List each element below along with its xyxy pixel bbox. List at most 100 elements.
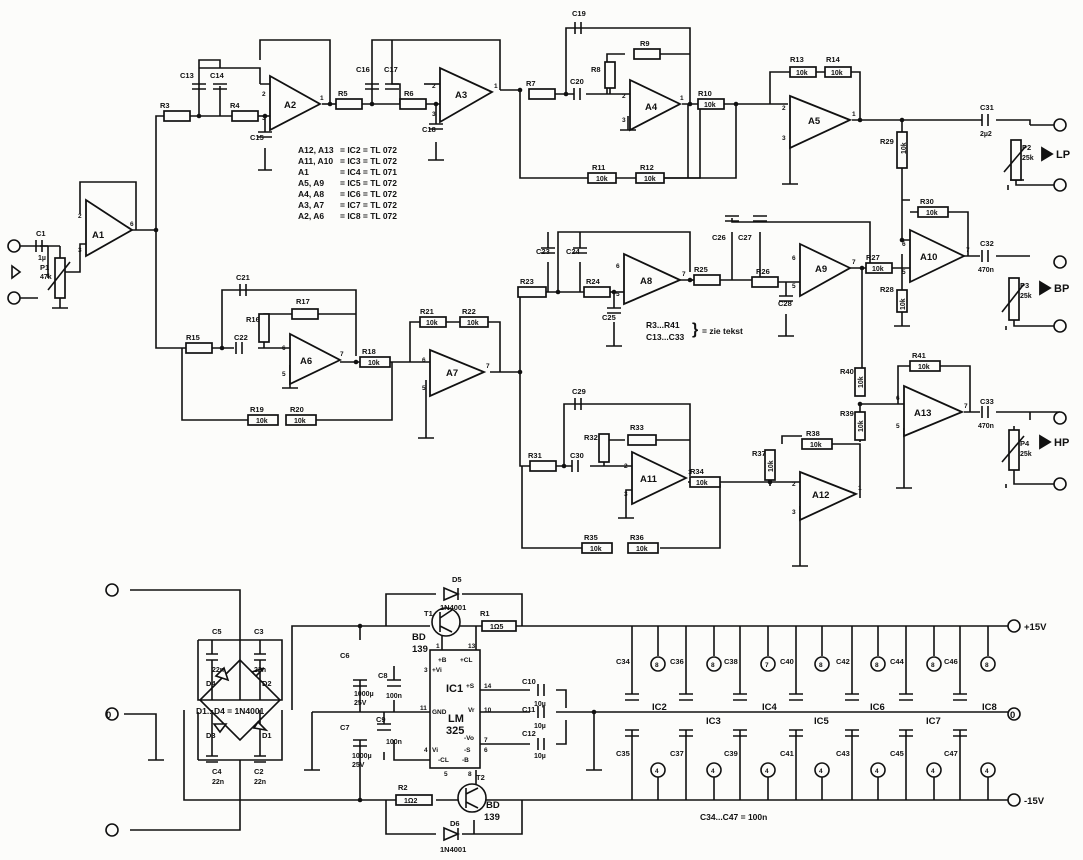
svg-text:R8: R8 — [591, 65, 601, 74]
svg-text:10k: 10k — [294, 418, 306, 425]
svg-text:R24: R24 — [586, 277, 601, 286]
svg-text:P4: P4 — [1020, 439, 1030, 448]
svg-text:C13: C13 — [180, 71, 194, 80]
label-a5: A5 — [808, 116, 821, 127]
svg-text:4: 4 — [819, 768, 823, 775]
svg-text:10: 10 — [484, 707, 492, 714]
svg-text:R23: R23 — [520, 277, 534, 286]
svg-text:1: 1 — [494, 83, 498, 90]
label-a8: A8 — [640, 276, 652, 287]
svg-text:C7: C7 — [340, 723, 350, 732]
svg-text:C6: C6 — [340, 651, 350, 660]
svg-text:25k: 25k — [1020, 451, 1032, 458]
svg-text:C3: C3 — [254, 627, 264, 636]
svg-text:6: 6 — [282, 345, 286, 352]
svg-text:10k: 10k — [858, 376, 865, 388]
svg-text:5: 5 — [422, 385, 426, 392]
opamp-a12 — [799, 470, 859, 522]
svg-text:A12, A13: A12, A13 — [298, 145, 334, 155]
svg-text:10k: 10k — [796, 70, 808, 77]
svg-text:C1: C1 — [36, 229, 46, 238]
resistors — [163, 48, 949, 806]
svg-text:5: 5 — [444, 771, 448, 778]
svg-text:R6: R6 — [404, 89, 414, 98]
svg-text:3: 3 — [432, 111, 436, 118]
junctions — [153, 87, 905, 803]
svg-text:HP: HP — [1054, 437, 1069, 449]
svg-text:2: 2 — [782, 105, 786, 112]
svg-text:C15: C15 — [250, 133, 264, 142]
svg-text:6: 6 — [130, 221, 134, 228]
svg-text:A4, A8: A4, A8 — [298, 189, 324, 199]
opamp-a2 — [269, 74, 322, 132]
svg-text:8: 8 — [931, 662, 935, 669]
label-a12: A12 — [812, 490, 829, 501]
svg-text:R19: R19 — [250, 405, 264, 414]
svg-text:R14: R14 — [826, 55, 841, 64]
svg-text:10µ: 10µ — [534, 753, 546, 760]
svg-text:R1: R1 — [480, 609, 490, 618]
svg-text:C19: C19 — [572, 9, 586, 18]
svg-text:LM: LM — [448, 713, 464, 725]
svg-text:R33: R33 — [630, 423, 644, 432]
op-amps — [85, 66, 967, 522]
svg-text:D3: D3 — [206, 731, 216, 740]
svg-text:6: 6 — [616, 263, 620, 270]
svg-text:R3: R3 — [160, 101, 170, 110]
svg-text:5: 5 — [792, 283, 796, 290]
svg-text:D4: D4 — [206, 679, 216, 688]
svg-text:D6: D6 — [450, 819, 460, 828]
svg-text:GND: GND — [432, 709, 447, 716]
svg-text:IC8: IC8 — [982, 702, 997, 713]
svg-text:IC1: IC1 — [446, 683, 463, 695]
svg-text:C44: C44 — [890, 657, 905, 666]
svg-text:4: 4 — [655, 768, 659, 775]
svg-text:8: 8 — [468, 771, 472, 778]
svg-text:10k: 10k — [426, 320, 438, 327]
svg-text:3: 3 — [262, 115, 266, 122]
svg-text:A5, A9: A5, A9 — [298, 178, 324, 188]
svg-text:4: 4 — [424, 747, 428, 754]
svg-text:A3, A7: A3, A7 — [298, 200, 324, 210]
label-a2: A2 — [284, 100, 296, 111]
label-a6: A6 — [300, 356, 312, 367]
svg-text:5: 5 — [616, 291, 620, 298]
svg-text:C9: C9 — [376, 715, 386, 724]
svg-text:R17: R17 — [296, 297, 310, 306]
svg-text:22n: 22n — [212, 779, 224, 786]
svg-text:470n: 470n — [978, 267, 994, 274]
svg-text:C46: C46 — [944, 657, 958, 666]
svg-text:10k: 10k — [596, 176, 608, 183]
svg-text:+Vi: +Vi — [432, 667, 442, 674]
opamp-a8 — [623, 252, 683, 306]
svg-text:= IC2 = TL 072: = IC2 = TL 072 — [340, 145, 397, 155]
signal-wiring — [20, 27, 1060, 566]
svg-text:22n: 22n — [254, 667, 266, 674]
svg-text:R11: R11 — [592, 163, 605, 172]
svg-text:-CL: -CL — [438, 757, 449, 764]
svg-text:1: 1 — [688, 469, 692, 476]
svg-text:1Ω5: 1Ω5 — [490, 624, 504, 631]
svg-text:A11, A10: A11, A10 — [298, 156, 333, 166]
svg-text:R27: R27 — [866, 253, 880, 262]
svg-text:10k: 10k — [900, 298, 907, 310]
svg-text:2: 2 — [262, 91, 266, 98]
svg-text:325: 325 — [446, 725, 464, 737]
svg-text:R22: R22 — [462, 307, 476, 316]
svg-text:R31: R31 — [528, 451, 542, 460]
svg-text:2: 2 — [792, 481, 796, 488]
svg-text:C12: C12 — [522, 729, 536, 738]
svg-text:R15: R15 — [186, 333, 200, 342]
svg-text:C45: C45 — [890, 749, 904, 758]
svg-text:5: 5 — [902, 269, 906, 276]
svg-text:7: 7 — [966, 247, 970, 254]
svg-text:10k: 10k — [644, 176, 656, 183]
svg-text:C34: C34 — [616, 657, 631, 666]
svg-text:14: 14 — [484, 683, 492, 690]
svg-text:22n: 22n — [212, 667, 224, 674]
svg-text:D1...D4 = 1N4001: D1...D4 = 1N4001 — [196, 706, 265, 716]
svg-text:C5: C5 — [212, 627, 222, 636]
svg-text:10k: 10k — [926, 210, 938, 217]
svg-text:10k: 10k — [590, 546, 602, 553]
